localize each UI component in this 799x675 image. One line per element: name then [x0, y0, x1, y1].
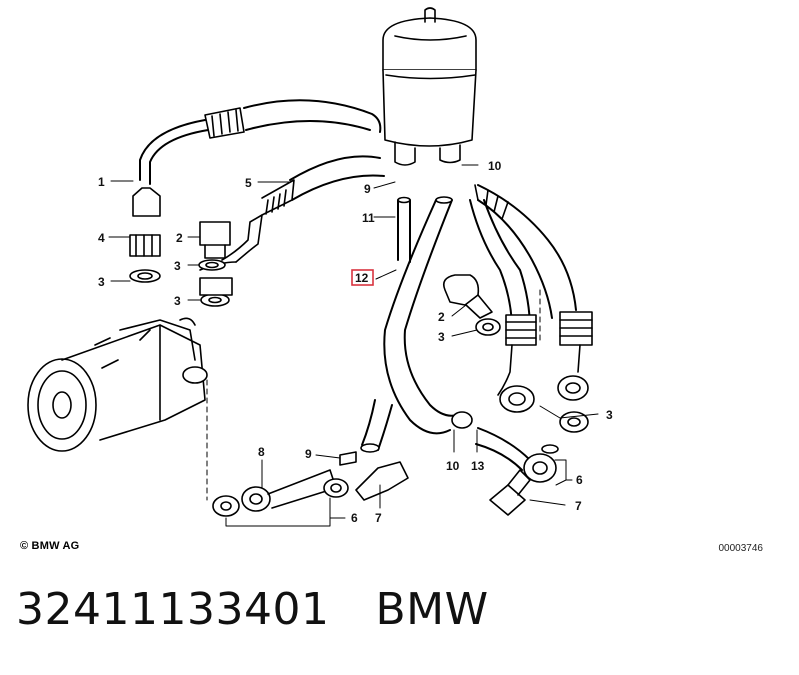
- callout-7: 7: [575, 499, 582, 513]
- callout-9: 9: [305, 447, 312, 461]
- callout-8: 8: [258, 445, 265, 459]
- callout-3: 3: [174, 294, 181, 308]
- reservoir-illustration: [382, 7, 477, 166]
- callout-12: 12: [355, 271, 369, 285]
- lower-union-illustration: [451, 411, 559, 516]
- callout-13: 13: [471, 459, 485, 473]
- callout-2: 2: [438, 310, 445, 324]
- callout-6: 6: [351, 511, 358, 525]
- copyright-notice: © BMW AG: [20, 540, 80, 552]
- callout-2: 2: [176, 231, 183, 245]
- banjo-bolt-right-illustration: [442, 274, 501, 336]
- diagram-reference-number: 00003746: [718, 543, 764, 554]
- callout-10: 10: [446, 459, 460, 473]
- part-number-line: 32411133401 BMW: [16, 584, 489, 635]
- callout-3: 3: [438, 330, 445, 344]
- callout-1: 1: [98, 175, 105, 189]
- part-number: 32411133401: [16, 584, 330, 635]
- callout-6: 6: [576, 473, 583, 487]
- callout-11: 11: [362, 211, 375, 225]
- pressure-hose-illustration: [360, 196, 461, 453]
- lower-left-hardware-illustration: [212, 451, 409, 517]
- right-high-pressure-hoses-illustration: [469, 184, 593, 433]
- callout-3: 3: [606, 408, 613, 422]
- middle-hose-illustration: [199, 155, 385, 271]
- upper-return-hose-illustration: [132, 99, 382, 217]
- left-fittings-illustration: [129, 221, 233, 307]
- callout-3: 3: [98, 275, 105, 289]
- callout-3: 3: [174, 259, 181, 273]
- callout-7: 7: [375, 511, 382, 525]
- callout-5: 5: [245, 176, 252, 190]
- callout-12-highlight: [351, 269, 374, 286]
- callout-4: 4: [98, 231, 105, 245]
- callout-9: 9: [364, 182, 371, 196]
- callout-10: 10: [488, 159, 502, 173]
- steering-pump-illustration: [27, 317, 208, 452]
- brand-name: BMW: [375, 584, 489, 635]
